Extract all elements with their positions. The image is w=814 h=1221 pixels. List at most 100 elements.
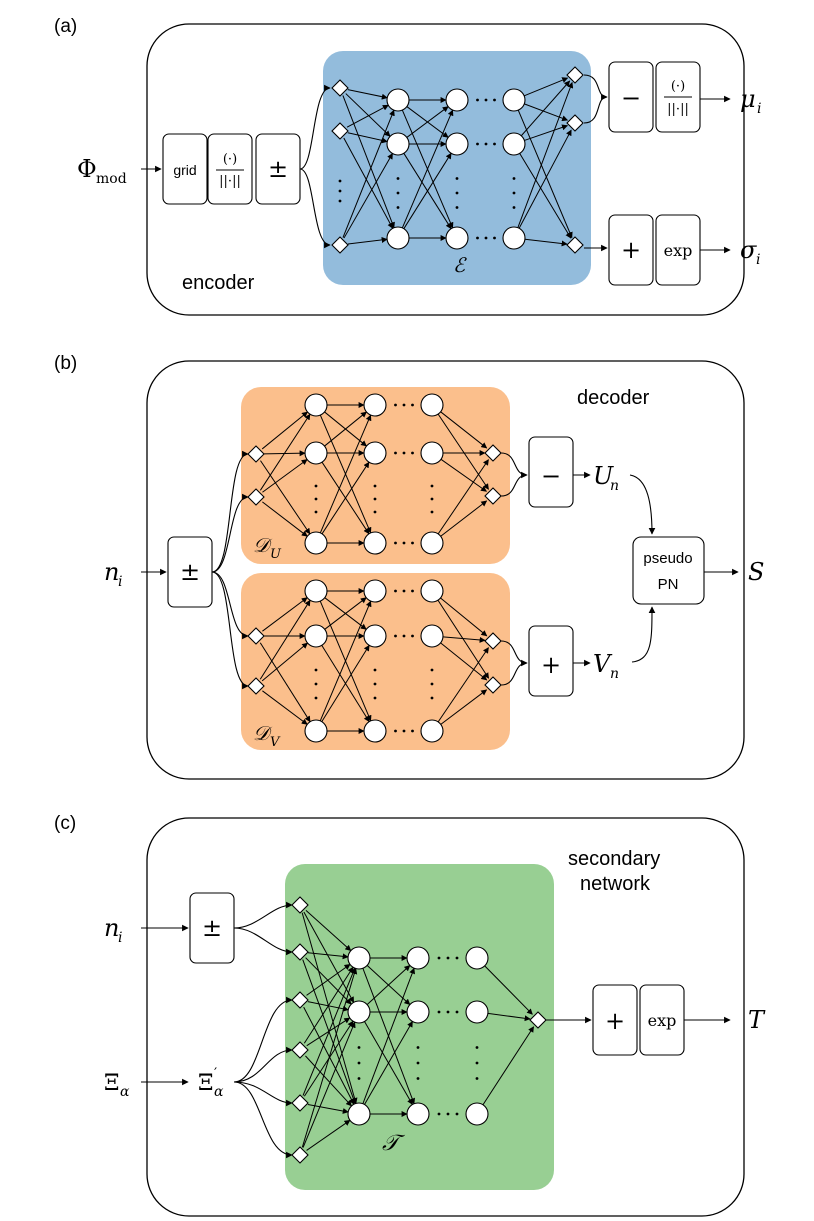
sigma-output-sub: i <box>756 252 760 268</box>
dv-sub: V <box>270 735 281 750</box>
encoder-ellipsis <box>493 142 496 146</box>
decoder-u-edge-in <box>260 460 311 535</box>
decoder-u-edge-hidden <box>319 414 372 534</box>
plus-label-c: + <box>605 1007 625 1035</box>
secondary-hidden-node <box>406 946 430 970</box>
secondary-vdots <box>416 1077 420 1080</box>
decoder-u-ellipsis <box>394 403 397 407</box>
encoder-vdots <box>512 177 516 180</box>
secondary-edge-in <box>306 1119 351 1151</box>
split-b-1 <box>211 450 249 573</box>
encoder-title: encoder <box>182 272 255 294</box>
decoder-u-edge-out <box>440 458 487 492</box>
mu-output-sub: i <box>757 101 761 117</box>
minus-label-b: − <box>541 462 561 490</box>
encoder-edge-out <box>524 238 568 247</box>
decoder-v-ellipsis <box>394 589 397 593</box>
panel-c-frame <box>146 817 745 1217</box>
decoder-v-edge-in <box>259 642 311 723</box>
minus-label-a: − <box>621 84 641 112</box>
decoder-u-network-bg <box>241 387 510 564</box>
panel-label-c: (c) <box>54 813 76 834</box>
decoder-u-hidden-node <box>363 531 387 555</box>
decoder-v-input-node <box>247 627 265 645</box>
decoder-v-network-bg <box>241 573 510 750</box>
secondary-ellipsis <box>437 1112 441 1116</box>
ni-input-c-sub: i <box>118 930 122 946</box>
ni-input-c: n <box>104 914 119 942</box>
decoder-v-vdots <box>430 696 434 700</box>
encoder-ellipsis <box>476 142 479 146</box>
pseudo-pn-block <box>632 536 705 605</box>
secondary-edge-in <box>305 1055 352 1107</box>
secondary-edge-hidden <box>364 1021 413 1105</box>
decoder-v-output-node <box>484 676 502 694</box>
secondary-hidden-node <box>465 1102 489 1126</box>
encoder-edge-out <box>517 109 573 239</box>
encoder-edge-in <box>343 137 394 229</box>
encoder-hidden-node <box>445 132 469 156</box>
decoder-u-input-node <box>247 488 265 506</box>
ni-input-b: n <box>104 558 119 586</box>
decoder-u-ellipsis <box>402 541 406 545</box>
plus-block-a <box>608 214 654 286</box>
secondary-vdots <box>416 1061 420 1065</box>
split-c-1 <box>233 901 293 929</box>
decoder-v-hidden-node <box>304 719 328 743</box>
decoder-v-vdots <box>373 682 377 686</box>
merge-a-top2 <box>583 96 608 124</box>
decoder-u-ellipsis <box>411 541 414 545</box>
decoder-v-ellipsis <box>394 729 397 733</box>
normalize-out-num: (·) <box>671 79 685 94</box>
decoder-v-edge-out <box>442 636 486 643</box>
grid-label: grid <box>173 162 196 178</box>
du-sub: U <box>270 547 282 562</box>
decoder-u-vdots <box>314 484 318 488</box>
decoder-v-vdots <box>430 668 434 672</box>
decoder-u-vdots <box>430 497 434 501</box>
secondary-vdots <box>475 1046 479 1049</box>
decoder-u-vdots <box>373 510 377 514</box>
decoder-u-edge-hidden <box>321 461 370 535</box>
encoder-output-node <box>566 236 584 254</box>
secondary-edge-in <box>302 967 356 1096</box>
secondary-ellipsis <box>446 1112 450 1116</box>
decoder-v-ellipsis <box>402 589 406 593</box>
split-xi-1 <box>233 996 293 1083</box>
decoder-u-vdots <box>430 484 434 488</box>
secondary-input-node <box>291 1146 309 1164</box>
encoder-edge-out <box>523 77 569 97</box>
encoder-ellipsis <box>484 236 488 240</box>
pn-label: PN <box>658 576 679 593</box>
decoder-u-hidden-node <box>420 441 444 465</box>
decoder-v-edge-out <box>440 642 488 681</box>
secondary-hidden-node <box>347 1000 371 1024</box>
encoder-edge-out <box>524 124 569 141</box>
decoder-u-edge-in <box>262 459 308 493</box>
secondary-ellipsis <box>455 1112 459 1116</box>
un-output: U <box>593 462 614 490</box>
arrow-vn-to-pn <box>631 606 656 663</box>
decoder-u-hidden-node <box>304 441 328 465</box>
secondary-edge-in <box>305 909 352 952</box>
secondary-input-node <box>291 896 309 914</box>
decoder-v-vdots <box>373 668 377 672</box>
secondary-edge-hidden <box>366 965 411 1005</box>
decoder-v-ellipsis <box>411 729 414 733</box>
encoder-edge-in <box>342 109 395 238</box>
decoder-title: decoder <box>577 387 650 409</box>
secondary-ellipsis <box>437 1010 441 1014</box>
decoder-v-ellipsis <box>402 729 406 733</box>
split-xi-2 <box>233 1046 293 1083</box>
split-xi-4 <box>233 1081 293 1159</box>
decoder-v-ellipsis <box>402 634 406 638</box>
sigma-output: σ <box>740 236 757 264</box>
encoder-edge-out <box>519 153 572 239</box>
decoder-u-edge-in <box>261 411 308 450</box>
encoder-vdots <box>512 191 516 195</box>
encoder-hidden-node <box>445 88 469 112</box>
panel-label-b: (b) <box>54 353 77 374</box>
secondary-edge-in <box>306 963 351 996</box>
secondary-edge-hidden <box>362 967 416 1104</box>
